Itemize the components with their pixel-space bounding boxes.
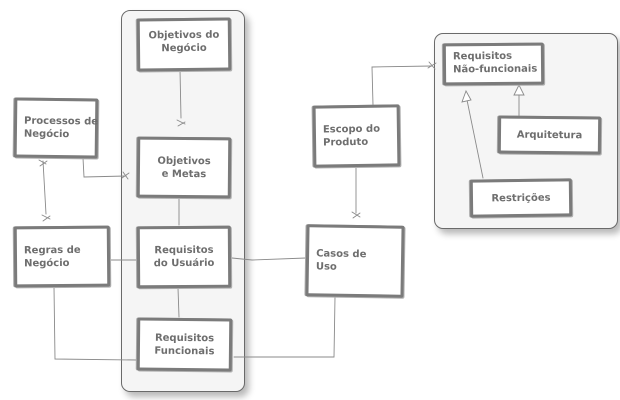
label-requisitos-nao-funcionais: Requisitos Não-funcionais <box>452 50 538 76</box>
connector-regras-to-funcionais <box>53 286 138 361</box>
label-objetivos-do-negocio: Objetivos do Negócio <box>148 29 220 55</box>
node-restricoes[interactable]: Restrições <box>469 178 573 218</box>
label-requisitos-do-usuario: Requisitos do Usuário <box>153 244 215 270</box>
arrowhead-casos <box>351 211 361 219</box>
arrowhead-processos <box>38 159 48 167</box>
connector-escopo-to-nao-funcionais <box>371 65 433 106</box>
arrowhead-objetivos-metas <box>176 119 186 127</box>
arrowhead-nao-funcionais <box>427 61 437 70</box>
label-objetivos-e-metas: Objetivos e Metas <box>157 155 211 180</box>
label-escopo-do-produto: Escopo do Produto <box>322 123 381 149</box>
connector-usuario-to-funcionais <box>177 287 180 318</box>
node-objetivos-do-negocio[interactable]: Objetivos do Negócio <box>136 17 232 72</box>
label-requisitos-funcionais: Requisitos Funcionais <box>154 332 215 357</box>
label-regras-de-negocio: Regras de Negócio <box>23 244 81 269</box>
label-processos-de-negocio: Processos de Negócio <box>23 115 99 141</box>
generalization-arrow-arquitetura <box>513 83 525 96</box>
node-escopo-do-produto[interactable]: Escopo do Produto <box>312 104 401 168</box>
label-restricoes: Restrições <box>491 192 551 204</box>
node-casos-de-uso[interactable]: Casos de Uso <box>305 224 405 298</box>
connector-objetivos-negocio-to-metas <box>179 69 182 119</box>
connector-processos-to-regras <box>42 160 47 215</box>
label-arquitetura: Arquitetura <box>516 129 583 141</box>
generalization-arrow-restricoes <box>461 89 472 103</box>
node-objetivos-e-metas[interactable]: Objetivos e Metas <box>136 136 232 199</box>
node-requisitos-nao-funcionais[interactable]: Requisitos Não-funcionais <box>442 42 545 86</box>
connector-usuario-to-casos <box>231 257 307 261</box>
label-casos-de-uso: Casos de Uso <box>315 248 367 273</box>
node-arquitetura[interactable]: Arquitetura <box>497 115 602 155</box>
connector-funcionais-to-casos <box>233 296 336 358</box>
connector-processos-to-metas <box>82 157 127 178</box>
node-requisitos-do-usuario[interactable]: Requisitos do Usuário <box>136 225 232 289</box>
node-requisitos-funcionais[interactable]: Requisitos Funcionais <box>136 317 233 372</box>
node-processos-de-negocio[interactable]: Processos de Negócio <box>13 97 99 159</box>
arrowhead-regras <box>41 214 51 222</box>
connector-restricoes-to-nao-funcionais <box>466 99 484 179</box>
arrowhead-metas-left <box>121 171 130 180</box>
node-regras-de-negocio[interactable]: Regras de Negócio <box>13 225 111 288</box>
